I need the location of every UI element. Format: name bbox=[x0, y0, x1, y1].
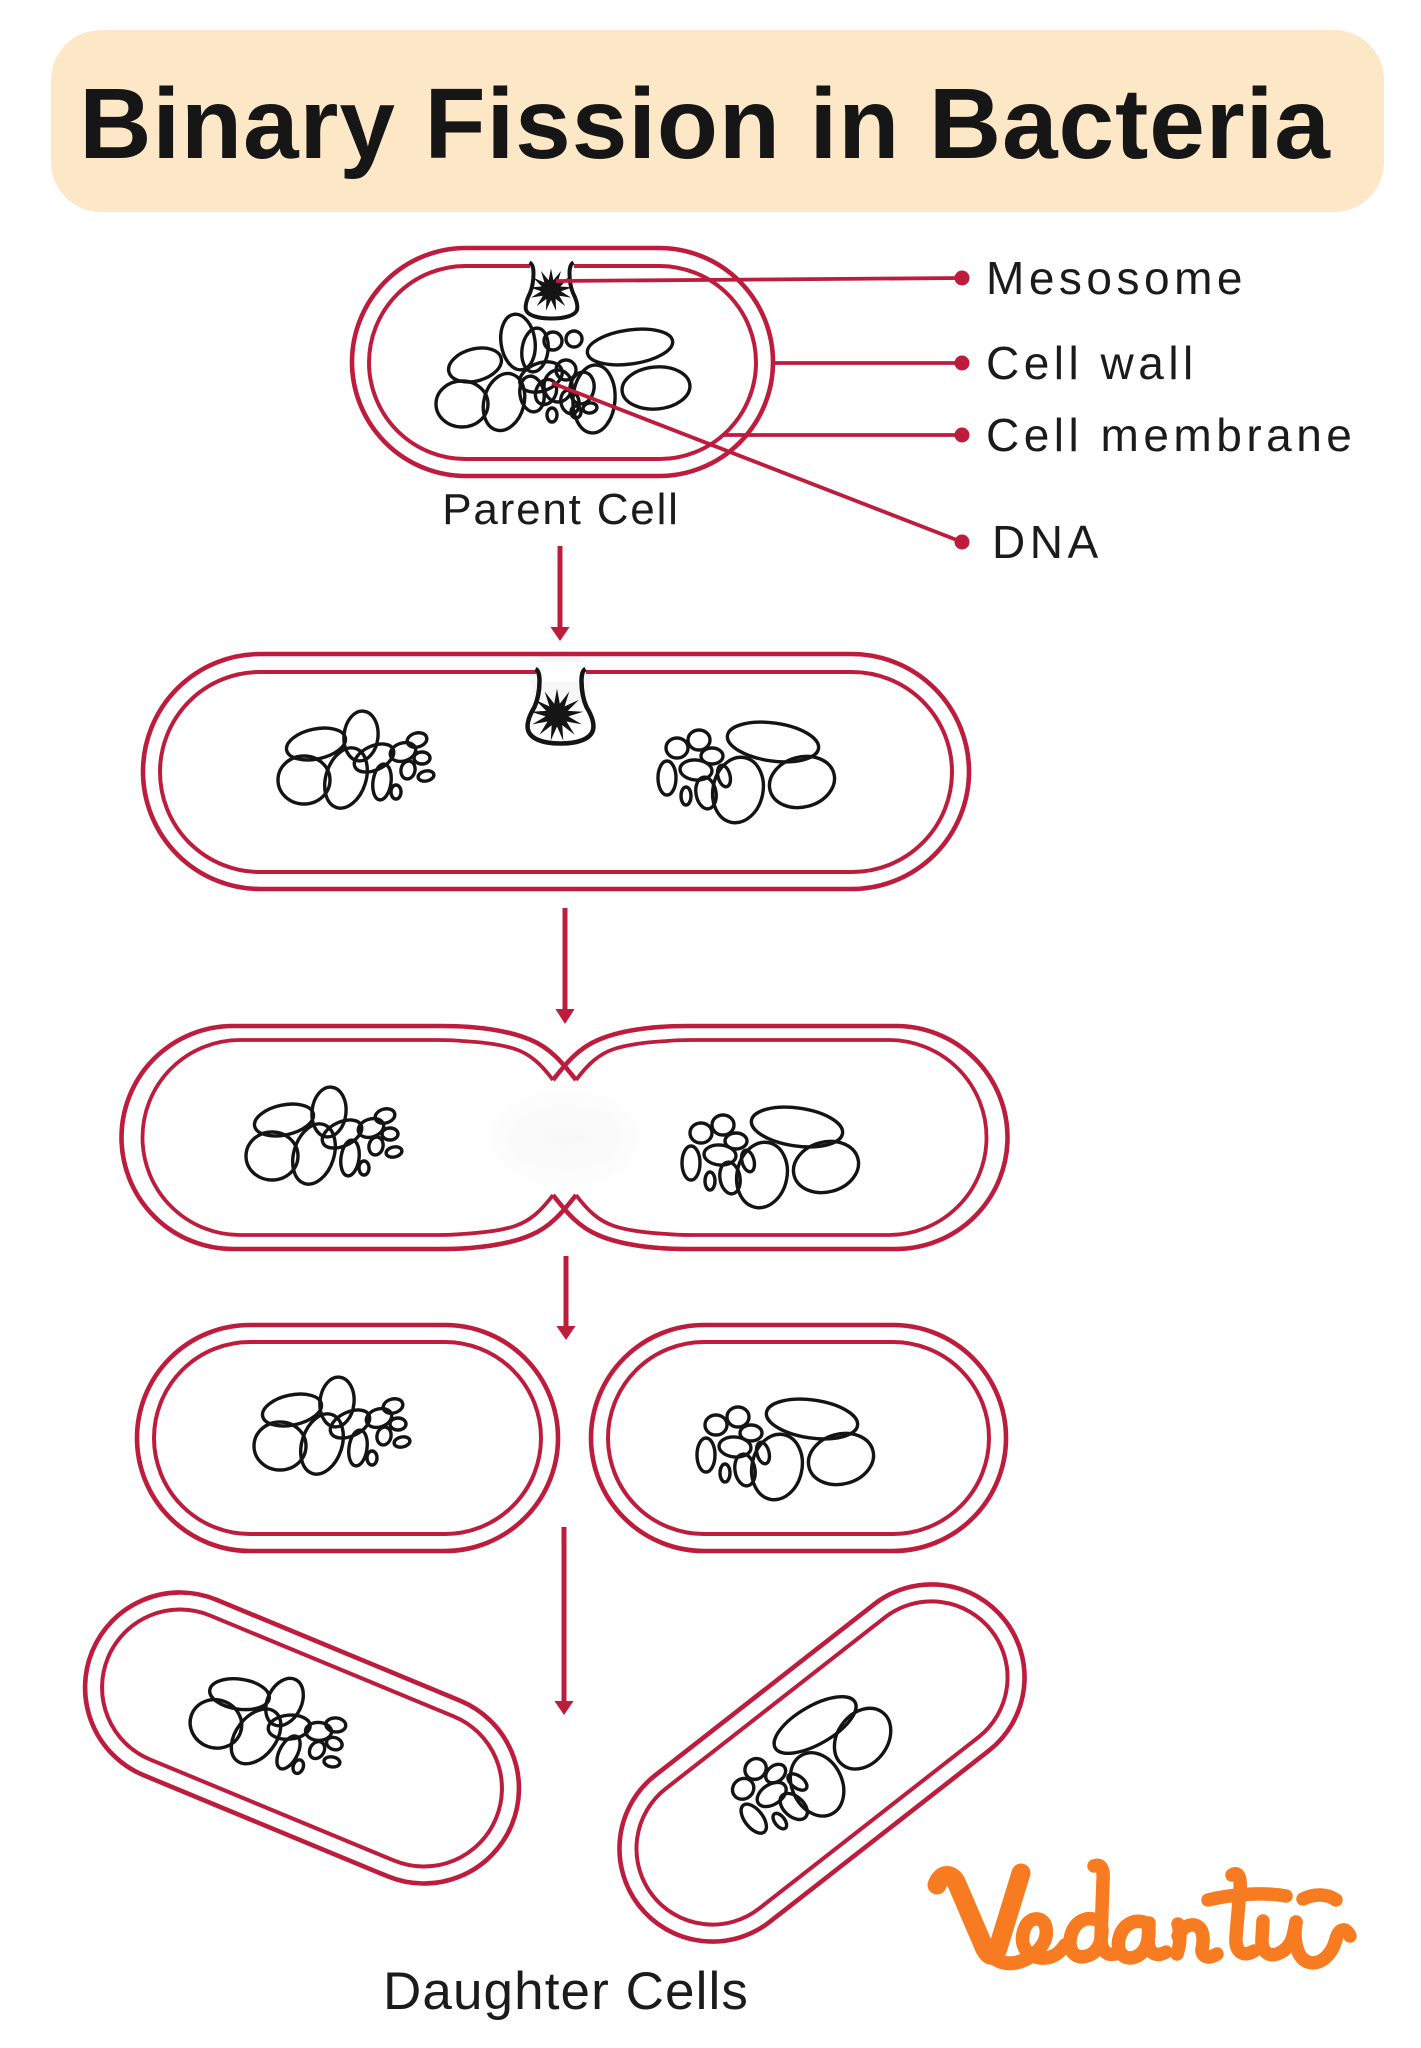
svg-text:DNA: DNA bbox=[992, 516, 1103, 568]
svg-text:Cell wall: Cell wall bbox=[986, 337, 1198, 389]
svg-text:Parent Cell: Parent Cell bbox=[442, 485, 679, 534]
svg-text:Cell membrane: Cell membrane bbox=[986, 409, 1356, 461]
svg-text:Binary Fission in Bacteria: Binary Fission in Bacteria bbox=[79, 68, 1331, 180]
svg-text:Daughter Cells: Daughter Cells bbox=[383, 1962, 749, 2021]
svg-text:Mesosome: Mesosome bbox=[986, 252, 1247, 304]
